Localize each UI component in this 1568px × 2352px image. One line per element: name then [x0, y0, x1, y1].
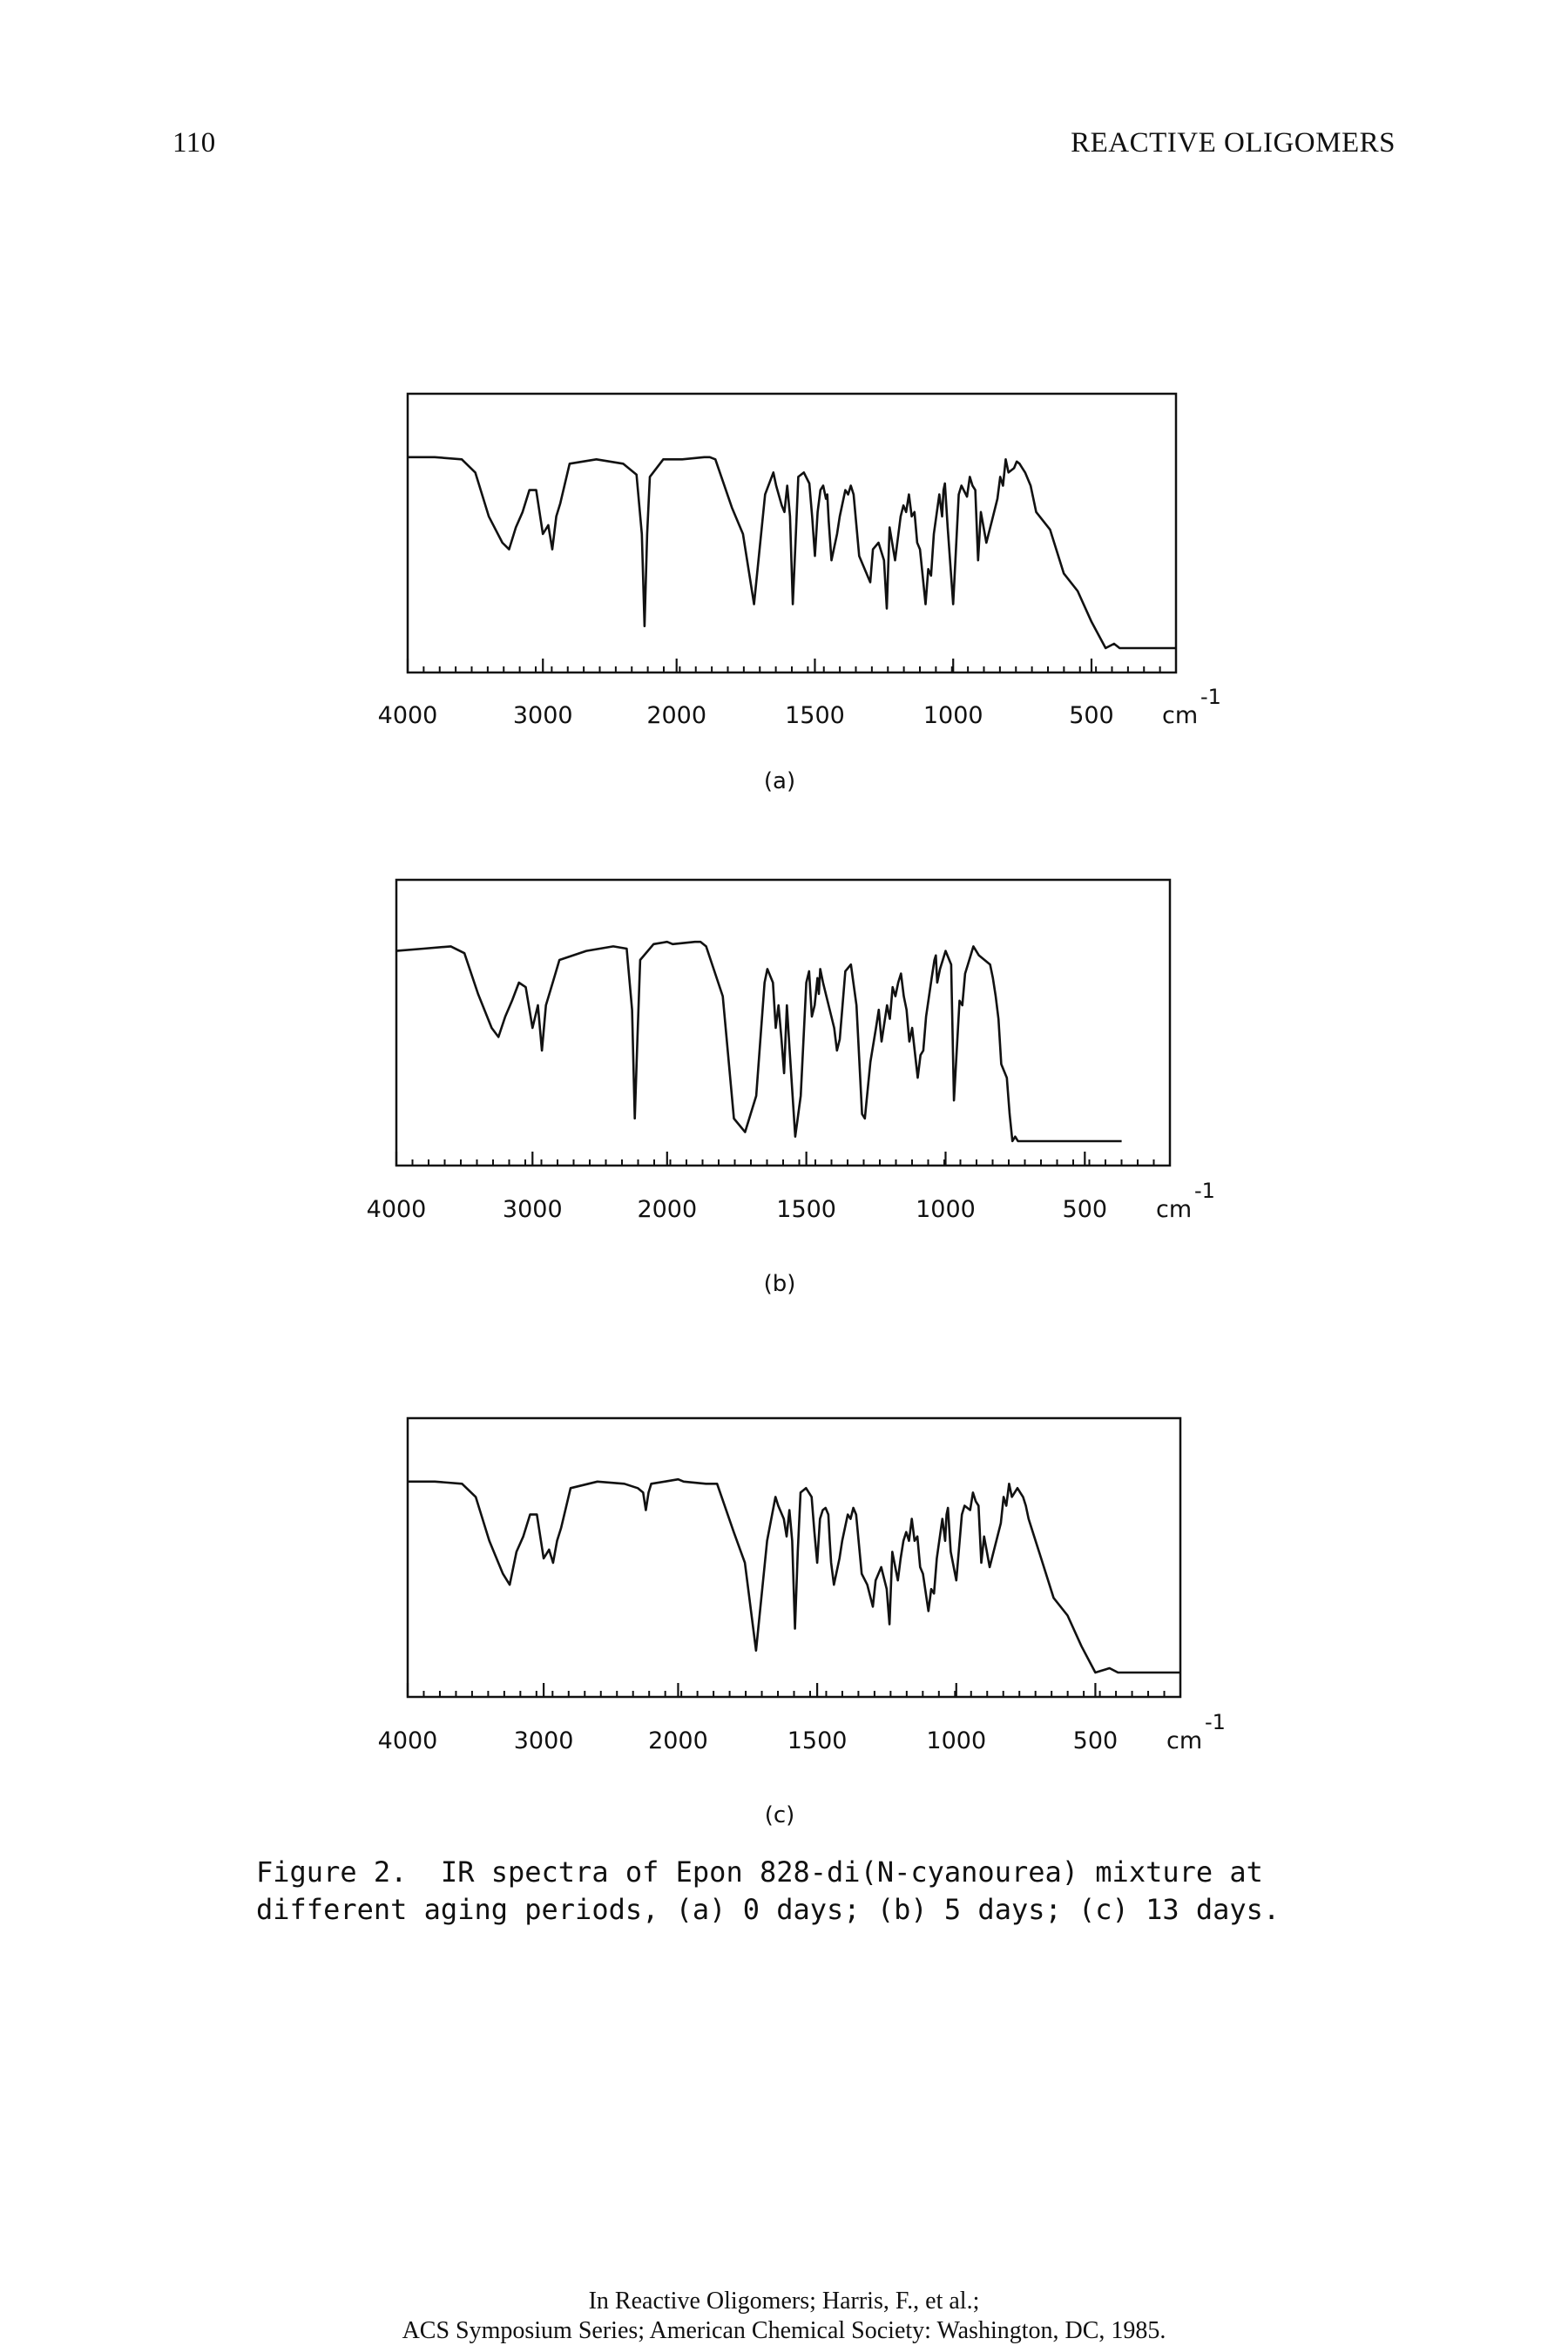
- x-axis-unit-label: cm: [1166, 1727, 1202, 1754]
- panel-label: (b): [764, 1271, 796, 1297]
- x-axis-unit-exponent: -1: [1194, 1179, 1215, 1203]
- x-tick-label: 1000: [926, 1727, 986, 1754]
- x-tick-label: 500: [1063, 1196, 1108, 1223]
- x-tick-label: 3000: [503, 1196, 563, 1223]
- x-tick-label: 2000: [637, 1196, 697, 1223]
- panel-label: (c): [765, 1802, 795, 1828]
- x-tick-label: 1500: [787, 1727, 848, 1754]
- x-tick-label: 3000: [514, 1727, 574, 1754]
- x-tick-label: 2000: [646, 702, 706, 729]
- x-axis-unit-exponent: -1: [1200, 685, 1221, 709]
- x-axis-unit-label: cm: [1162, 702, 1198, 729]
- x-tick-label: 4000: [378, 702, 438, 729]
- x-tick-label: 1500: [785, 702, 845, 729]
- x-tick-label: 3000: [513, 702, 573, 729]
- running-head-title: REACTIVE OLIGOMERS: [1071, 127, 1396, 159]
- x-tick-label: 1000: [923, 702, 983, 729]
- x-tick-label: 1500: [776, 1196, 836, 1223]
- citation-line-1: In Reactive Oligomers; Harris, F., et al…: [588, 2288, 980, 2315]
- x-tick-label: 4000: [367, 1196, 427, 1223]
- x-axis-unit-label: cm: [1156, 1196, 1192, 1223]
- page-number: 110: [172, 127, 216, 159]
- x-tick-label: 4000: [378, 1727, 438, 1754]
- spectrum-trace: [395, 940, 1122, 1143]
- x-tick-label: 500: [1073, 1727, 1119, 1754]
- spectrum-trace: [408, 1477, 1180, 1674]
- x-axis-unit-exponent: -1: [1205, 1710, 1226, 1734]
- x-tick-label: 1000: [916, 1196, 976, 1223]
- x-tick-label: 2000: [648, 1727, 708, 1754]
- plot-frame: [406, 1416, 1182, 1699]
- spectrum-trace: [408, 456, 1176, 650]
- x-tick-label: 500: [1069, 702, 1114, 729]
- figure-caption: Figure 2. IR spectra of Epon 828-di(N-cy…: [256, 1855, 1281, 1926]
- citation-line-2: ACS Symposium Series; American Chemical …: [402, 2317, 1166, 2344]
- panel-label: (a): [764, 768, 795, 794]
